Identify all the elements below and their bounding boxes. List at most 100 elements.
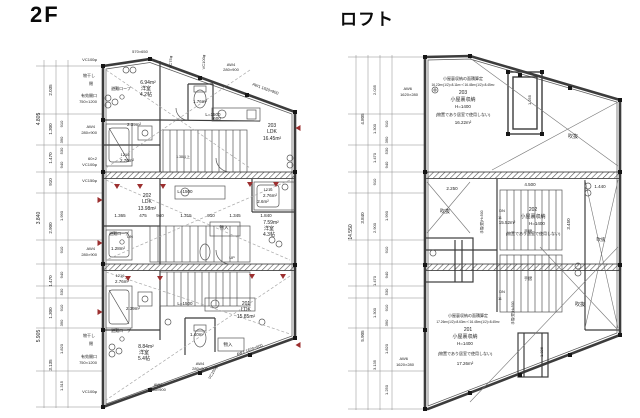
plan-label: 4.805 <box>360 113 365 125</box>
plan-label: 物干し <box>83 72 95 78</box>
plan-label: 390 <box>384 319 389 326</box>
plan-label: 吹抜 <box>597 236 606 243</box>
plan-label: 390 <box>384 136 389 143</box>
plan-label: 910 <box>384 304 389 311</box>
plan-label: 1.250 <box>384 384 389 395</box>
plan-label: 1.300 <box>372 307 377 318</box>
plan-label: 1216 <box>116 273 126 278</box>
plan-label: 洋室 <box>264 225 274 232</box>
plan-label: 1620×280 <box>396 362 415 367</box>
plan-label: 202 <box>529 207 538 213</box>
plan-label: 15.85m² <box>237 314 256 320</box>
plan-label: 3.450 <box>566 218 571 230</box>
pillars-loft <box>423 54 622 411</box>
plan-label: 1.990 <box>384 210 389 221</box>
plan-label: 203 <box>268 123 277 129</box>
labels-loft: 小屋裏収納の面積算定16.22m²(1/2)=8.11m²＜16.45m²(1/… <box>348 75 606 395</box>
plan-label: 手摺 <box>524 228 532 234</box>
plan-label: 4.3帖 <box>263 231 275 238</box>
interior-walls-2f <box>103 61 295 355</box>
plan-label: 閉 <box>89 81 93 86</box>
plan-label: 1.470 <box>372 275 377 286</box>
plan-label: 1.365 <box>114 213 126 218</box>
plan-label: VC75φ <box>168 55 173 68</box>
plan-label: 1.470 <box>48 152 53 164</box>
plan-label: 2.035 <box>48 84 53 96</box>
plan-label: 6.94m² <box>140 80 156 86</box>
plan-label: 910 <box>48 178 53 186</box>
plan-label: 4.500 <box>524 182 536 187</box>
plan-label: 570×650 <box>132 49 148 54</box>
plan-label: 17.26m² <box>457 361 474 366</box>
plan-label: H=1400 <box>455 104 471 109</box>
plan-label: LDK <box>142 199 152 205</box>
plan-label: 16.22m² <box>455 120 472 125</box>
plan-label: H=1400 <box>529 221 545 226</box>
plan-label: DN <box>499 289 505 294</box>
plan-label: 手摺(壁)H=500 <box>510 301 515 324</box>
plan-label: AW4 <box>154 382 163 387</box>
plan-label: 1.76m² <box>193 99 208 104</box>
plan-label: 335×900 <box>150 387 166 392</box>
plan-label: 小屋裏収納の面積算定 <box>448 312 488 318</box>
plan-label: 有効開口 <box>81 353 97 359</box>
plan-label: 390 <box>59 319 64 326</box>
plan-label: 閉 <box>89 341 93 346</box>
plan-label: (物置であり居室で使用しない) <box>436 111 491 117</box>
plan-label: 1.255 <box>527 94 532 105</box>
plan-label: 7.59m² <box>263 220 279 226</box>
plan-label: 4.805 <box>36 113 42 126</box>
plan-label: 2.76m² <box>120 158 135 163</box>
plan-label: 280×900 <box>192 366 208 371</box>
plan-label: 物入 <box>220 224 229 231</box>
hatched-band-lower-2f <box>102 263 296 271</box>
plan-label: 1.300 <box>372 123 377 134</box>
plan-label: VC100φ <box>207 364 219 380</box>
plan-label: 1620×280 <box>400 92 419 97</box>
hatched-band-lower-loft <box>424 263 621 271</box>
plan-label: 910 <box>384 246 389 253</box>
plan-label: AW4 <box>227 62 236 67</box>
pillars-2f <box>101 57 297 409</box>
plan-label: 避難ロープ <box>109 230 129 236</box>
plan-label: 2.39m² <box>126 306 141 311</box>
stairs-loft <box>499 189 563 313</box>
plan-label: 小屋裏収納の面積算定 <box>443 75 483 81</box>
plan-label: AW1 1620×900 <box>252 82 280 96</box>
plan-label: L=1500 <box>177 189 193 194</box>
plan-label: DN <box>127 234 133 239</box>
plan-loft-drawing: 小屋裏収納の面積算定16.22m²(1/2)=8.11m²＜16.45m²(1/… <box>348 54 622 411</box>
plan-label: 14.550 <box>348 224 354 240</box>
plan-label: 202 <box>143 193 152 199</box>
plan-label: AW4 <box>86 246 95 251</box>
plan-label: 530 <box>384 288 389 295</box>
plan-label: (物置であり居室で使用しない) <box>438 350 493 356</box>
interior-walls-loft <box>424 179 620 378</box>
plan-label: 750×1200 <box>79 360 98 365</box>
plan-label: 201 <box>242 301 251 307</box>
plan-label: VC100φ <box>82 389 97 394</box>
stairs-2f <box>149 129 251 307</box>
plan-label: VC100φ <box>82 162 97 167</box>
fixtures-loft <box>429 86 592 277</box>
plan-label: 910 <box>384 120 389 127</box>
plan-title-loft: ロフト <box>340 10 394 29</box>
plan-label: 1.315 <box>59 380 64 391</box>
plan-label: (物置であり居室で使用しない) <box>506 230 561 236</box>
plan-label: 有効開口 <box>81 92 97 98</box>
plan-label: 5.4帖 <box>138 355 150 362</box>
plan-label: 600 <box>213 116 221 121</box>
plan-title-2f: 2F <box>30 2 60 27</box>
plan-label: 910 <box>59 246 64 253</box>
plan-label: LDK <box>267 129 277 135</box>
plan-label: 吹抜 <box>575 301 585 308</box>
plan-label: DN <box>499 208 505 213</box>
plan-label: 物干し <box>83 332 95 338</box>
plan-label: 2.900 <box>372 222 377 233</box>
plan-label: 910 <box>59 304 64 311</box>
plan-label: 3.840 <box>360 212 365 224</box>
plan-label: 280×900 <box>81 130 97 135</box>
plan-label: 940 <box>59 161 64 168</box>
plan-label: 1.470 <box>48 275 53 287</box>
plan-label: 吹抜 <box>568 133 578 140</box>
